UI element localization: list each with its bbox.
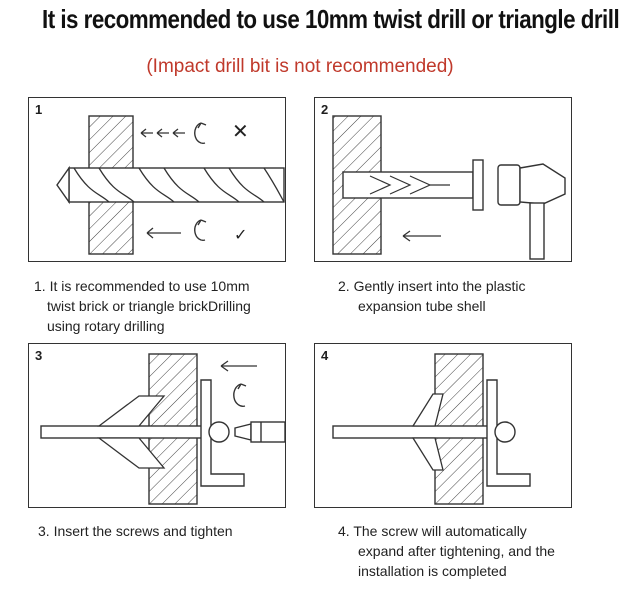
screw [40, 425, 212, 439]
step-1-number: 1 [35, 102, 43, 117]
caption-line: using rotary drilling [47, 318, 165, 334]
page-subtitle: (Impact drill bit is not recommended) [146, 56, 454, 77]
step-4-caption: 4. The screw will automatically expand a… [338, 521, 593, 581]
step-1-panel: 1 ✕ ✓ [28, 97, 286, 262]
step-3-caption: 3. Insert the screws and tighten [38, 521, 298, 541]
push-arrow-bottom [146, 227, 181, 239]
impact-arrows [140, 128, 185, 138]
step-1-caption: 1. It is recommended to use 10mm twist b… [34, 276, 304, 336]
right-mark: ✓ [234, 225, 247, 244]
screwdriver [234, 421, 286, 443]
anchor-wings [97, 395, 166, 469]
page-title: It is recommended to use 10mm twist dril… [42, 4, 619, 34]
caption-line: 2. Gently insert into the plastic [338, 278, 526, 294]
step-4-illustration [332, 353, 531, 505]
rotate-arrow-top [194, 122, 206, 145]
expanded-wings [411, 393, 444, 471]
step-3-number: 3 [35, 348, 43, 363]
step-1-illustration: ✕ ✓ [56, 115, 285, 255]
caption-line: expand after tightening, and the [358, 543, 555, 559]
step-3-illustration [40, 353, 286, 505]
push-arrow [220, 360, 257, 372]
caption-line: twist brick or triangle brickDrilling [47, 298, 251, 314]
wrong-mark: ✕ [232, 119, 249, 143]
rotate-arrow [233, 383, 246, 407]
push-arrow [402, 230, 441, 242]
caption-line: installation is completed [358, 563, 507, 579]
caption-line: 3. Insert the screws and tighten [38, 523, 233, 539]
step-2-illustration [332, 115, 566, 260]
screw [332, 425, 504, 439]
step-2-caption: 2. Gently insert into the plastic expans… [338, 276, 588, 316]
screw-head [208, 421, 230, 443]
screw-head [494, 421, 516, 443]
step-2-number: 2 [321, 102, 329, 117]
step-4-panel: 4 [314, 343, 572, 508]
step-3-panel: 3 [28, 343, 286, 508]
hammer [497, 163, 566, 260]
step-4-number: 4 [321, 348, 329, 363]
expansion-anchor [342, 171, 474, 199]
caption-line: 4. The screw will automatically [338, 523, 527, 539]
caption-line: expansion tube shell [358, 298, 486, 314]
step-2-panel: 2 [314, 97, 572, 262]
rotate-arrow-bottom [194, 219, 206, 242]
caption-line: 1. It is recommended to use 10mm [34, 278, 250, 294]
